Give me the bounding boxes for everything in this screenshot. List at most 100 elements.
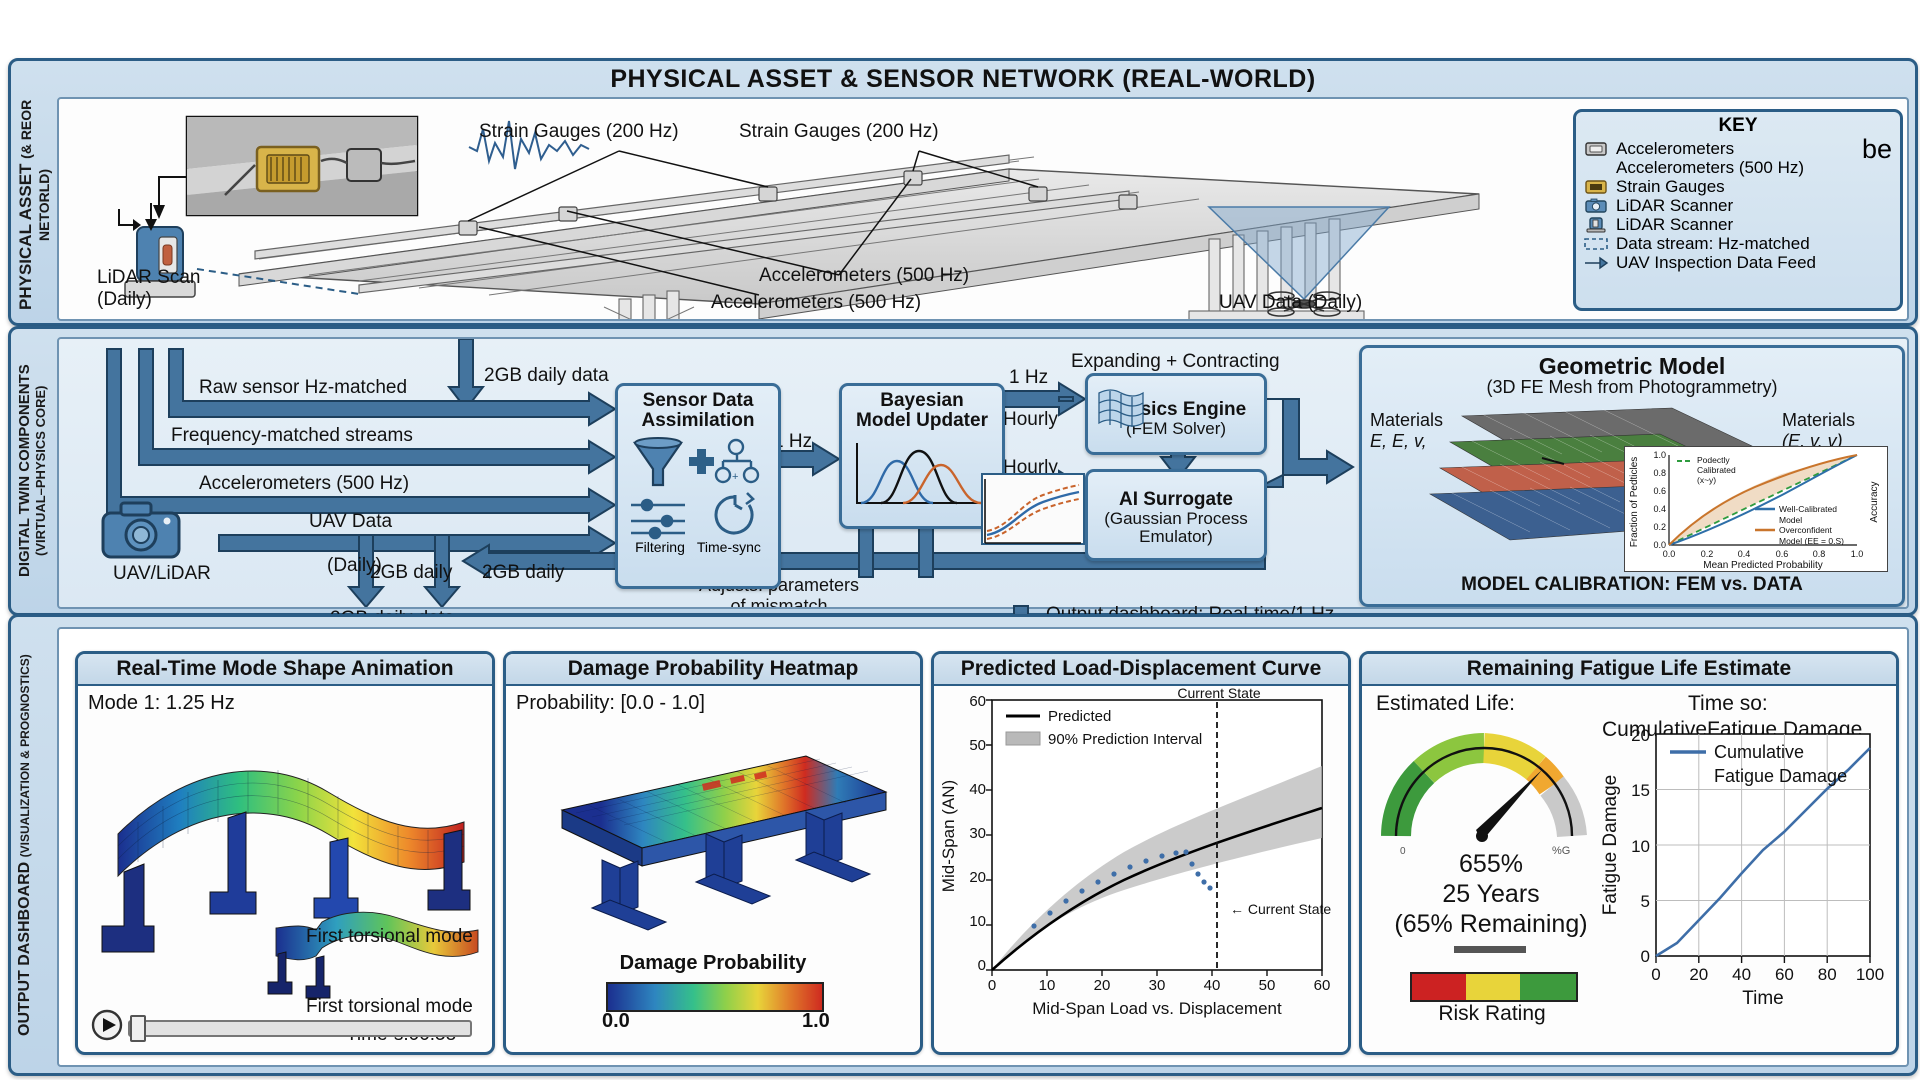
gauge-max-label: %G bbox=[1552, 845, 1570, 857]
key-label-lidar-tripod: LiDAR Scanner bbox=[1616, 215, 1734, 234]
gauge-value: 655% bbox=[1459, 850, 1523, 878]
label-expanding-contracting: Expanding + Contracting bbox=[1071, 351, 1280, 372]
surrogate-title: AI Surrogate bbox=[1118, 489, 1234, 511]
mode-shape-note-1: First torsional mode bbox=[306, 926, 473, 947]
side-label-line1: PHYSICAL ASSET bbox=[16, 163, 35, 311]
svg-text:100: 100 bbox=[1856, 965, 1884, 984]
svg-text:0.4: 0.4 bbox=[1653, 504, 1666, 514]
output-dashboard-band: OUTPUT DASHBOARD (VISUALIZATION & PROGNO… bbox=[8, 614, 1918, 1076]
svg-text:40: 40 bbox=[969, 781, 986, 798]
damage-heatmap-prob-label: Probability: [0.0 - 1.0] bbox=[516, 692, 705, 714]
mode-shape-animation bbox=[101, 770, 479, 999]
bayes-title-2: Model Updater bbox=[856, 409, 988, 431]
svg-text:40: 40 bbox=[1732, 965, 1751, 984]
geometric-subtitle: (3D FE Mesh from Photogrammetry) bbox=[1486, 377, 1778, 398]
svg-text:60: 60 bbox=[1775, 965, 1794, 984]
bayes-title-1: Bayesian bbox=[880, 390, 964, 411]
svg-text:10: 10 bbox=[969, 913, 986, 930]
fatigue-life-title: Remaining Fatigue Life Estimate bbox=[1362, 654, 1896, 686]
key-label-accelerometer: Accelerometers bbox=[1616, 139, 1735, 158]
timeline-scrubber[interactable] bbox=[128, 1020, 472, 1037]
fatigue-legend-2: Fatigue Damage bbox=[1714, 766, 1847, 786]
bayesian-model-updater-box[interactable]: Bayesian Model Updater bbox=[839, 383, 1005, 529]
accelerometers-label-2: Accelerometers (500 Hz) bbox=[711, 292, 922, 313]
svg-text:40: 40 bbox=[1204, 977, 1221, 994]
sensor-data-assimilation-box[interactable]: Sensor Data Assimilation + bbox=[615, 383, 781, 589]
mat-right-1: Materials bbox=[1782, 410, 1856, 430]
svg-text:0: 0 bbox=[988, 977, 996, 994]
fem-mesh-icon bbox=[1098, 389, 1144, 428]
key-label-lidar-camera: LiDAR Scanner bbox=[1616, 196, 1734, 215]
load-disp-legend-2: 90% Prediction Interval bbox=[1048, 731, 1202, 748]
label-accelerometers: Accelerometers (500 Hz) bbox=[199, 473, 410, 494]
fatigue-gauge: 0 %G bbox=[1381, 733, 1587, 857]
sensor-caption-timesync: Time-sync bbox=[696, 538, 761, 555]
svg-text:20: 20 bbox=[969, 869, 986, 886]
gauge-years: 25 Years bbox=[1442, 880, 1540, 908]
damage-colorbar-max: 1.0 bbox=[802, 1010, 830, 1032]
svg-text:0: 0 bbox=[978, 957, 986, 974]
svg-text:(x~y): (x~y) bbox=[1697, 475, 1716, 485]
svg-text:10: 10 bbox=[1631, 837, 1650, 856]
key-label-data-stream: Data stream: Hz-matched bbox=[1616, 234, 1810, 253]
key-row-lidar-tripod: LiDAR Scanner bbox=[1583, 215, 1900, 234]
fatigue-life-panel: Remaining Fatigue Life Estimate Estimate… bbox=[1359, 651, 1899, 1055]
blank-icon bbox=[1583, 158, 1609, 177]
svg-text:Fraction of Pedticles: Fraction of Pedticles bbox=[1629, 457, 1640, 548]
key-row-accelerometer: Accelerometers bbox=[1583, 139, 1900, 158]
play-icon[interactable] bbox=[91, 1009, 123, 1041]
strain-gauge-icon bbox=[1583, 177, 1609, 196]
sensor-box-icons: + bbox=[631, 436, 760, 540]
label-2gb-daily-left-b: 2GB daily bbox=[482, 562, 565, 583]
digital-twin-body: 2GB daily data Raw sensor Hz-matched Fre… bbox=[57, 337, 1909, 609]
output-dashboard-body: Real-Time Mode Shape Animation Mode 1: 1… bbox=[57, 627, 1909, 1067]
geometric-materials-left: Materials E, E, v, bbox=[1370, 410, 1443, 452]
svg-text:Mean Predicted Probability: Mean Predicted Probability bbox=[1703, 560, 1823, 571]
svg-text:20: 20 bbox=[1689, 965, 1708, 984]
surrogate-sub1: (Gaussian Process bbox=[1104, 509, 1248, 529]
key-row-accelerometer-hz: Accelerometers (500 Hz) bbox=[1583, 158, 1900, 177]
label-hourly-a: Hourly bbox=[1003, 409, 1058, 430]
label-2gb-daily-left-a: 2GB daily bbox=[370, 562, 453, 583]
mode-shape-note-2: First torsional mode bbox=[306, 996, 473, 1017]
svg-text:0.0: 0.0 bbox=[1653, 540, 1666, 550]
gauge-divider bbox=[1454, 946, 1526, 953]
key-label-accelerometer-hz: Accelerometers (500 Hz) bbox=[1616, 158, 1805, 177]
svg-text:Well-Calibrated: Well-Calibrated bbox=[1779, 504, 1837, 514]
svg-text:20: 20 bbox=[1631, 726, 1650, 745]
timeline-handle[interactable] bbox=[130, 1015, 146, 1042]
label-1hz-b: 1 Hz bbox=[1009, 367, 1049, 388]
physical-asset-body: LiDAR Scan (Daily) Strain Gauges (200 Hz… bbox=[57, 97, 1909, 321]
load-disp-annotation-mid: ← Current State bbox=[1230, 901, 1331, 917]
ai-surrogate-box[interactable]: AI Surrogate (Gaussian Process Emulator) bbox=[1085, 469, 1267, 561]
key-row-strain-gauge: Strain Gauges bbox=[1583, 177, 1900, 196]
key-label-strain-gauge: Strain Gauges bbox=[1616, 177, 1725, 196]
bridge-illustration bbox=[118, 115, 1480, 319]
digital-side-line1: DIGITAL TWIN COMPONENTS bbox=[16, 364, 33, 578]
fatigue-legend-1: Cumulative bbox=[1714, 742, 1804, 762]
gp-emulator-plot-icon bbox=[981, 473, 1085, 545]
accelerometers-label-1: Accelerometers (500 Hz) bbox=[759, 265, 970, 286]
strain-gauges-right-label: Strain Gauges (200 Hz) bbox=[739, 121, 939, 142]
lidar-scan-text: LiDAR Scan bbox=[97, 267, 201, 288]
uav-lidar-camera-icon bbox=[101, 501, 181, 559]
label-1hz-a: 1 Hz bbox=[773, 431, 813, 452]
risk-rating-label: Risk Rating bbox=[1438, 1002, 1546, 1025]
mode-shape-mode-label: Mode 1: 1.25 Hz bbox=[88, 692, 235, 714]
gauge-min-label: 0 bbox=[1400, 846, 1406, 857]
arrow-icon bbox=[1583, 253, 1609, 272]
svg-text:50: 50 bbox=[1259, 977, 1276, 994]
label-raw-sensor: Raw sensor Hz-matched bbox=[199, 377, 408, 398]
lidar-camera-icon bbox=[1583, 196, 1609, 215]
svg-text:0: 0 bbox=[1651, 965, 1660, 984]
svg-text:0.6: 0.6 bbox=[1653, 486, 1666, 496]
svg-text:1.0: 1.0 bbox=[1653, 450, 1666, 460]
label-freq-matched: Frequency-matched streams bbox=[171, 425, 413, 446]
geometric-footer: MODEL CALIBRATION: FEM vs. DATA bbox=[1461, 574, 1803, 595]
svg-text:0.6: 0.6 bbox=[1776, 549, 1789, 559]
digital-twin-band: DIGITAL TWIN COMPONENTS (VIRTUAL–PHYSICS… bbox=[8, 326, 1918, 616]
svg-text:0.4: 0.4 bbox=[1738, 549, 1751, 559]
damage-colorbar-label: Damage Probability bbox=[619, 952, 807, 974]
svg-text:0.8: 0.8 bbox=[1813, 549, 1826, 559]
svg-text:10: 10 bbox=[1039, 977, 1056, 994]
